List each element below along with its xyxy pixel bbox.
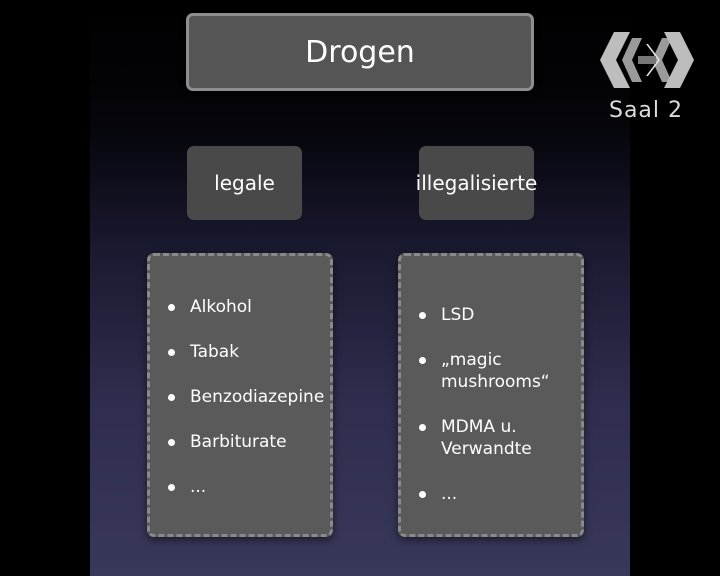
bullet-icon — [168, 394, 175, 401]
list-item: LSD — [419, 304, 575, 326]
slide-title: Drogen — [305, 34, 415, 70]
list-item: ... — [419, 483, 575, 505]
bullet-icon — [419, 312, 426, 319]
category-illegal-box: illegalisierte — [416, 146, 537, 220]
list-item: Benzodiazepine — [168, 386, 324, 408]
list-item: Tabak — [168, 341, 324, 363]
ccc-logo-icon — [600, 32, 694, 88]
legal-list: Alkohol Tabak Benzodiazepine Barbiturate… — [168, 296, 324, 521]
illegal-list-box: LSD „magic mushrooms“ MDMA u. Verwandte … — [398, 253, 584, 537]
bullet-icon — [168, 439, 175, 446]
bullet-icon — [168, 304, 175, 311]
bullet-icon — [419, 491, 426, 498]
category-legal-label: legale — [214, 171, 275, 195]
list-item: Alkohol — [168, 296, 324, 318]
list-item: ... — [168, 476, 324, 498]
category-legal-box: legale — [187, 146, 302, 220]
list-item: MDMA u. Verwandte — [419, 416, 561, 460]
list-item: Barbiturate — [168, 431, 324, 453]
bullet-icon — [419, 357, 426, 364]
bullet-icon — [168, 484, 175, 491]
title-box: Drogen — [186, 13, 534, 91]
list-item: „magic mushrooms“ — [419, 349, 575, 393]
bullet-icon — [419, 424, 426, 431]
illegal-list: LSD „magic mushrooms“ MDMA u. Verwandte … — [419, 304, 575, 528]
bullet-icon — [168, 349, 175, 356]
room-label: Saal 2 — [608, 98, 684, 123]
category-illegal-label: illegalisierte — [415, 171, 538, 195]
legal-list-box: Alkohol Tabak Benzodiazepine Barbiturate… — [147, 253, 333, 537]
